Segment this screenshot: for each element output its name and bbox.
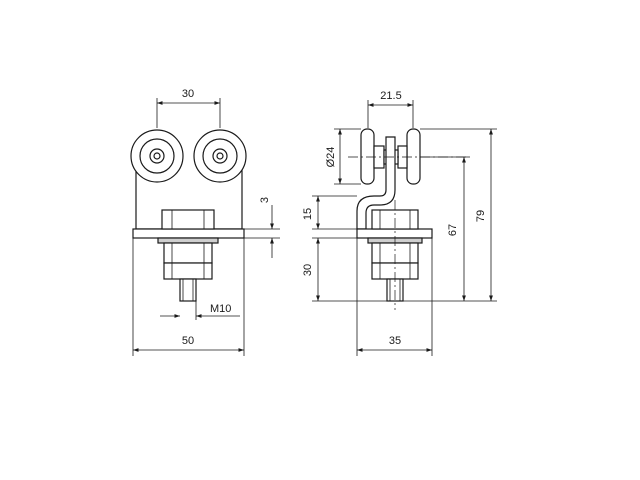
dim-overall-height: 79 — [475, 210, 487, 222]
dim-side-width: 35 — [389, 335, 401, 347]
front-washer — [157, 237, 219, 244]
front-view: 30 M10 50 3 — [130, 88, 280, 356]
side-view: 21.5 Ø24 15 30 67 79 35 — [302, 90, 497, 356]
dim-plate-thickness: 3 — [259, 197, 271, 203]
front-upper-nut — [161, 209, 215, 230]
dim-wheel-diameter: Ø24 — [325, 147, 337, 168]
side-wheel-right — [406, 128, 421, 185]
side-wheel-left — [360, 128, 375, 185]
dim-thread-length: 30 — [302, 264, 314, 276]
front-lower-nut-1 — [163, 242, 213, 264]
dim-front-width: 50 — [182, 335, 194, 347]
dim-mount-height: 15 — [302, 208, 314, 220]
dim-side-wheel-width: 21.5 — [380, 90, 401, 102]
front-lower-nut-2 — [163, 262, 213, 280]
front-threaded-stud — [179, 278, 197, 302]
dim-front-wheel-spacing: 30 — [182, 88, 194, 100]
dim-axle-height: 67 — [447, 224, 459, 236]
front-right-wheel — [193, 129, 247, 183]
side-mount-plate — [356, 228, 433, 239]
dim-thread: M10 — [210, 303, 231, 315]
front-left-wheel — [130, 129, 184, 183]
front-mount-plate — [132, 228, 245, 239]
